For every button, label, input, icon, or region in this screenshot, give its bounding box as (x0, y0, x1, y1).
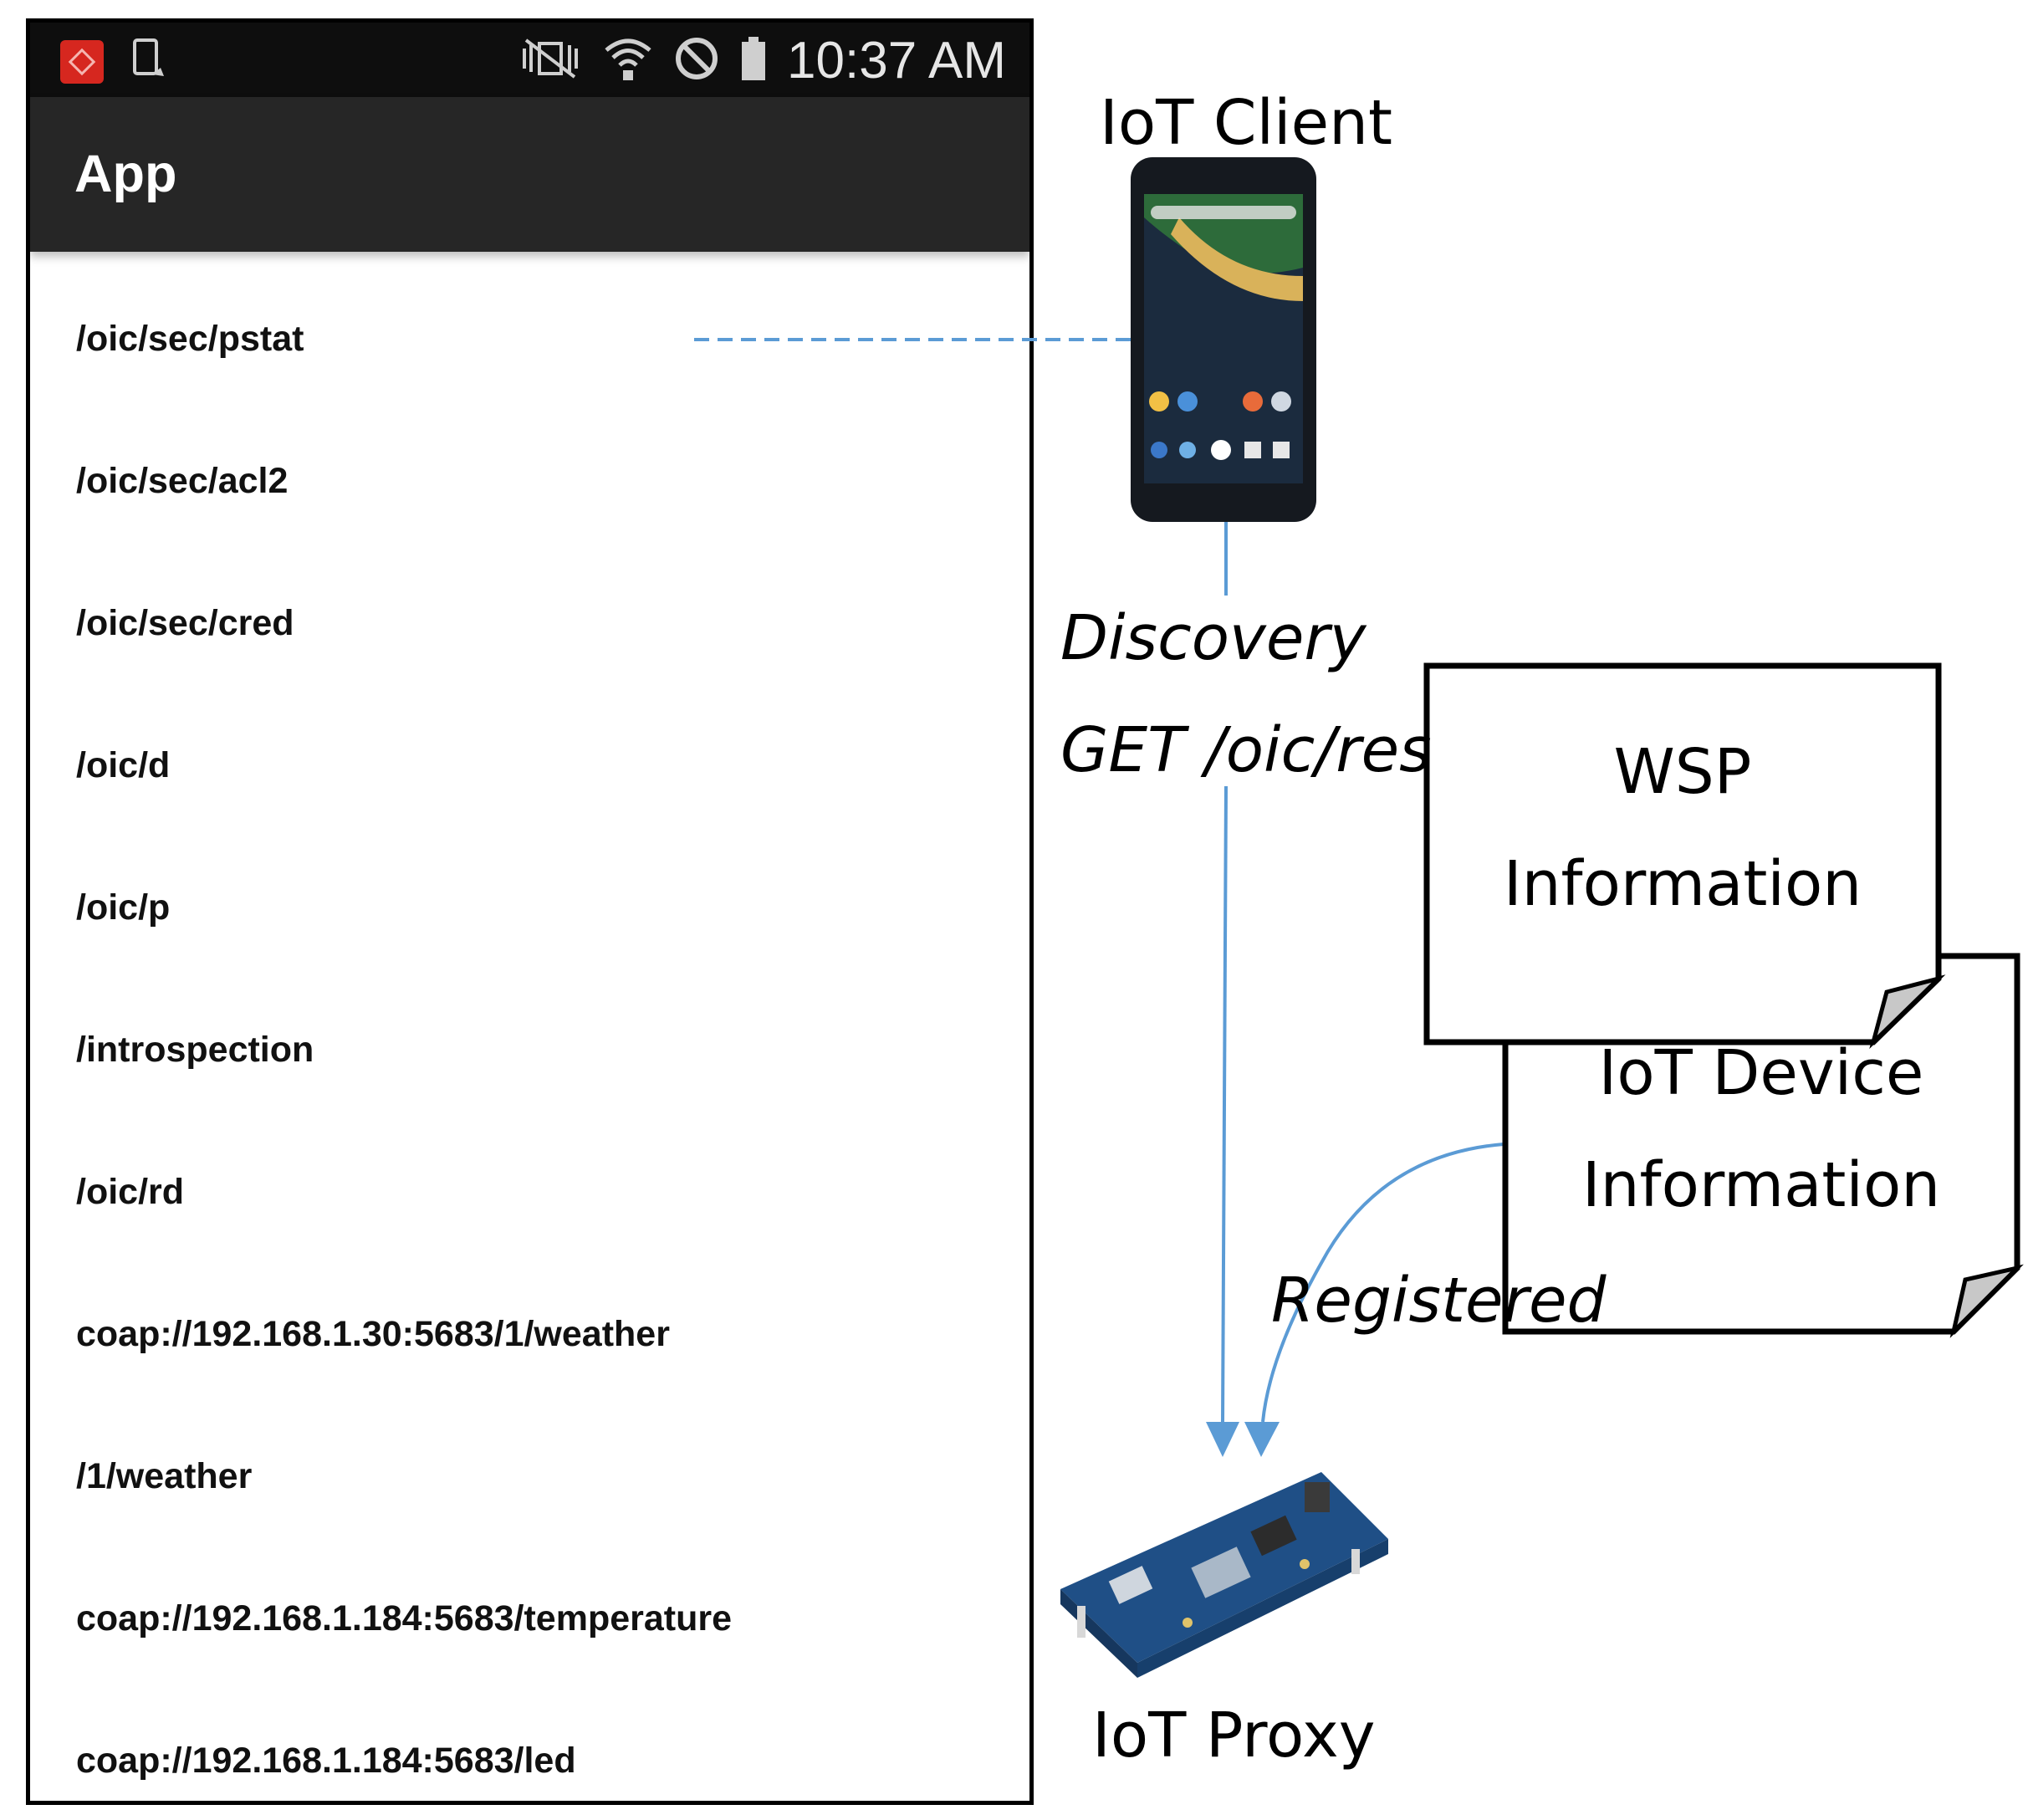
screen-rotate-icon (132, 38, 167, 85)
status-right: 10:37 AM (518, 31, 1006, 90)
app-toolbar: App (30, 97, 1029, 252)
app-launcher-icon (60, 39, 104, 84)
wifi-icon (603, 35, 653, 86)
list-item-oic-sec-pstat[interactable]: /oic/sec/pstat (76, 319, 304, 359)
iot-proxy-label: IoT Proxy (1092, 1700, 1376, 1771)
page-title: App (74, 145, 177, 203)
list-item-oic-d[interactable]: /oic/d (76, 745, 171, 785)
list-item-1-weather[interactable]: /1/weather (76, 1456, 253, 1496)
wsp-info-line1: WSP (1613, 736, 1752, 808)
status-bar: 10:37 AM (30, 23, 1029, 97)
discovery-arrowhead (1206, 1422, 1239, 1457)
list-item-introspection[interactable]: /introspection (76, 1030, 314, 1070)
list-item-coap-led[interactable]: coap://192.168.1.184:5683/led (76, 1741, 576, 1781)
status-time: 10:37 AM (787, 32, 1006, 89)
device-info-line2: Information (1581, 1149, 1941, 1221)
get-request-label: GET /oic/res (1060, 714, 1432, 786)
iot-client-phone-image (1131, 157, 1316, 522)
device-info-document (1502, 953, 2024, 1338)
registered-arrow (1261, 1143, 1504, 1423)
list-item-oic-sec-cred[interactable]: /oic/sec/cred (76, 603, 294, 643)
wsp-info-document (1423, 662, 1946, 1050)
discovery-label: Discovery (1060, 602, 1366, 674)
device-info-text: IoT Device Information (1505, 1037, 2017, 1305)
list-item-oic-p[interactable]: /oic/p (76, 887, 171, 928)
device-info-line1: IoT Device (1598, 1037, 1924, 1109)
do-not-disturb-icon (673, 35, 720, 86)
app-screenshot: 10:37 AM App /oic/sec/pstat /oic/sec/acl… (26, 18, 1034, 1805)
vibrate-off-icon (518, 37, 583, 84)
battery-icon (740, 35, 767, 86)
wsp-info-line2: Information (1503, 848, 1862, 920)
iot-proxy-board-image (1060, 1472, 1388, 1678)
discovery-arrow-lower (1221, 785, 1228, 1423)
registered-label: Registered (1271, 1265, 1607, 1337)
wsp-info-text: WSP Information (1427, 736, 1939, 1004)
registered-arrowhead (1244, 1422, 1280, 1457)
status-left (60, 38, 167, 85)
list-item-coap-weather-full[interactable]: coap://192.168.1.30:5683/1/weather (76, 1314, 670, 1354)
iot-client-label: IoT Client (1100, 87, 1393, 159)
list-item-coap-temperature[interactable]: coap://192.168.1.184:5683/temperature (76, 1598, 733, 1639)
list-item-oic-sec-acl2[interactable]: /oic/sec/acl2 (76, 461, 289, 501)
list-item-oic-rd[interactable]: /oic/rd (76, 1172, 185, 1212)
